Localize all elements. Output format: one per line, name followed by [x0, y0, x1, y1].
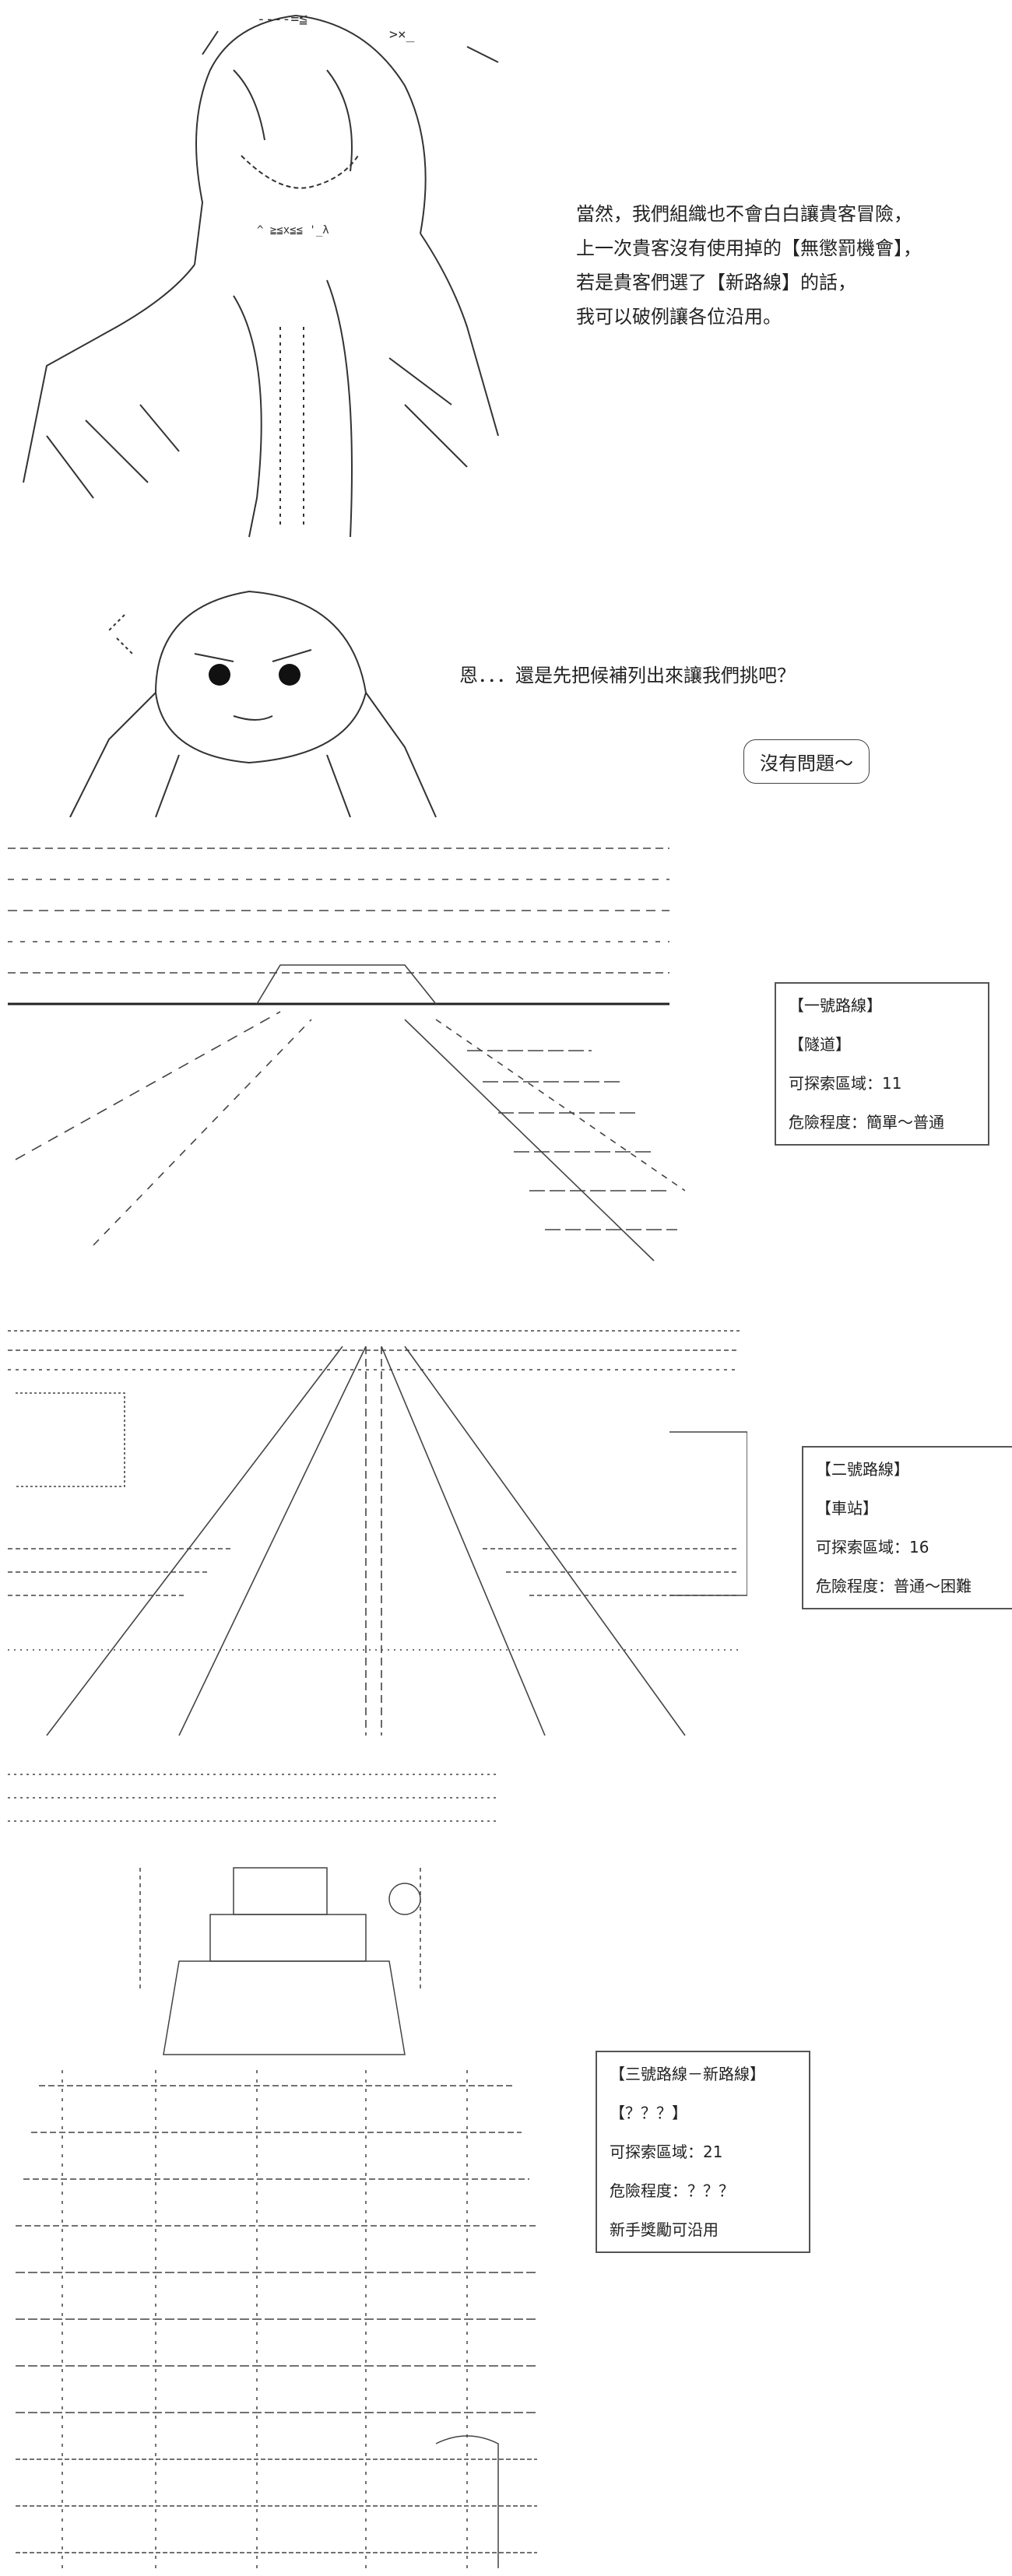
route-3-info-card: 【三號路線－新路線】 【？？？】 可探索區域：21 危險程度：？？？ 新手獎勵可… [596, 2051, 810, 2253]
dialogue-text: 恩．．．還是先把候補列出來讓我們挑吧？ [459, 665, 796, 686]
route-area: 可探索區域：21 [610, 2143, 723, 2161]
route-1-info-card: 【一號路線】 【隧道】 可探索區域：11 危險程度：簡單～普通 [775, 982, 989, 1146]
narration-text: 當然，我們組織也不會白白讓貴客冒險， 上一次貴客沒有使用掉的【無懲罰機會】， 若… [576, 197, 922, 334]
route-title: 【三號路線－新路線】 [610, 2065, 765, 2083]
route-2-info-card: 【二號路線】 【車站】 可探索區域：16 危險程度：普通～困難 [802, 1446, 1012, 1609]
route-area: 可探索區域：11 [789, 1074, 902, 1093]
city-art [0, 1759, 560, 2576]
speech-bubble: 沒有問題～ [743, 739, 870, 784]
narration-line: 當然，我們組織也不會白白讓貴客冒險， [576, 203, 912, 225]
route-title: 【二號路線】 [816, 1460, 909, 1479]
station-art [0, 1315, 747, 1751]
narration-line: 我可以破例讓各位沿用。 [576, 306, 782, 328]
route-title: 【一號路線】 [789, 996, 882, 1015]
route-place: 【車站】 [816, 1499, 878, 1518]
route-place: 【？？？】 [610, 2104, 687, 2122]
route-area: 可探索區域：16 [816, 1538, 929, 1556]
character-art-2 [0, 560, 467, 825]
svg-text:----=≦: ----=≦ [257, 11, 307, 27]
tunnel-art [0, 825, 685, 1284]
narration-line: 若是貴客們選了【新路線】的話， [576, 272, 856, 293]
narration-line: 上一次貴客沒有使用掉的【無懲罰機會】， [576, 237, 922, 259]
route-bonus: 新手獎勵可沿用 [610, 2220, 719, 2239]
svg-text:>×_: >×_ [389, 26, 415, 43]
route-danger: 危險程度：普通～困難 [816, 1577, 972, 1595]
route-place: 【隧道】 [789, 1035, 851, 1054]
route-danger: 危險程度：簡單～普通 [789, 1113, 944, 1132]
svg-text:^ ≧≦x≦≦ '_λ: ^ ≧≦x≦≦ '_λ [257, 224, 329, 237]
route-danger: 危險程度：？？？ [610, 2181, 734, 2200]
character-art-1: ----=≦ >×_ ^ ≧≦x≦≦ '_λ [0, 0, 545, 560]
